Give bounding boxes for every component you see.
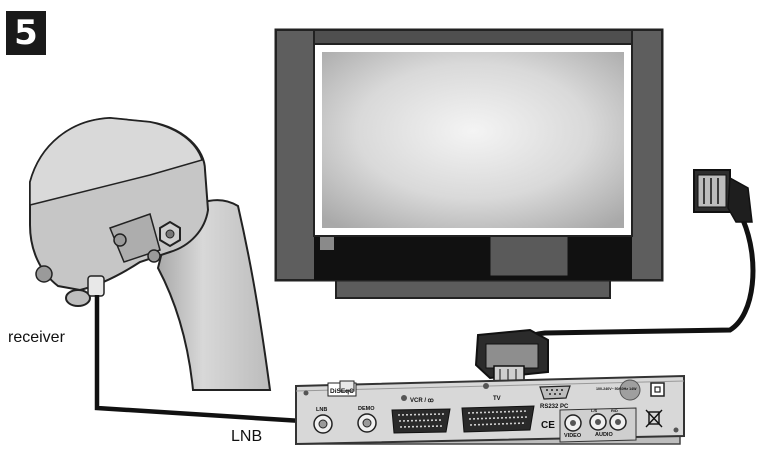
lnb-feed-port bbox=[65, 289, 91, 307]
scart-plug-receiver bbox=[474, 328, 549, 383]
receiver-label: receiver bbox=[8, 329, 65, 346]
lnb-cable bbox=[94, 295, 319, 425]
audio-l-label: L/S bbox=[591, 408, 598, 413]
tv-bottom-bezel bbox=[314, 233, 632, 280]
lnb-port-label: LNB bbox=[316, 407, 327, 413]
demo-port-label: DEMO bbox=[358, 406, 375, 412]
ce-mark: CE bbox=[541, 420, 555, 431]
lnb-screw-2 bbox=[113, 233, 127, 247]
tv-left-side bbox=[275, 29, 319, 281]
lnb-screw-3 bbox=[147, 249, 161, 263]
tv-control-panel bbox=[489, 235, 569, 277]
power-socket bbox=[619, 379, 641, 401]
video-port-label: VIDEO bbox=[564, 433, 582, 439]
scart-plug-boot bbox=[727, 176, 753, 223]
rs232-port-label: RS232 PC bbox=[540, 404, 569, 410]
lnb-screw-1 bbox=[35, 265, 53, 283]
double-insulation-icon bbox=[650, 382, 665, 397]
step-number-badge: 5 bbox=[6, 11, 46, 55]
dish-arm bbox=[156, 199, 272, 391]
lnb-f-connector bbox=[87, 275, 105, 297]
scart-plug-tv bbox=[693, 169, 753, 223]
weee-bin-icon bbox=[645, 409, 663, 428]
lnb-assembly bbox=[29, 116, 272, 391]
lnb-label: LNB bbox=[231, 428, 263, 445]
lnb-cover-top bbox=[29, 117, 203, 206]
tv-power-button bbox=[320, 236, 334, 250]
tv-scart-socket bbox=[461, 405, 535, 433]
audio-port-label: AUDIO bbox=[595, 432, 613, 438]
diseqc-logo-text: DiSEqC bbox=[330, 388, 354, 395]
television bbox=[274, 28, 664, 299]
tv-port-label: TV bbox=[493, 396, 501, 402]
power-rating-label: 100-240V~ 50/60Hz 14W bbox=[596, 387, 637, 391]
receiver-back-panel: DiSEqC LNB DEMO VCR / ꝏ TV RS232 PC VIDE… bbox=[295, 374, 685, 446]
tv-screen bbox=[322, 52, 624, 228]
lnb-bracket bbox=[109, 213, 161, 263]
rs232-connector bbox=[539, 385, 571, 400]
vcr-port-label: VCR / ꝏ bbox=[410, 398, 434, 404]
audio-r-label: R/D bbox=[611, 408, 618, 413]
